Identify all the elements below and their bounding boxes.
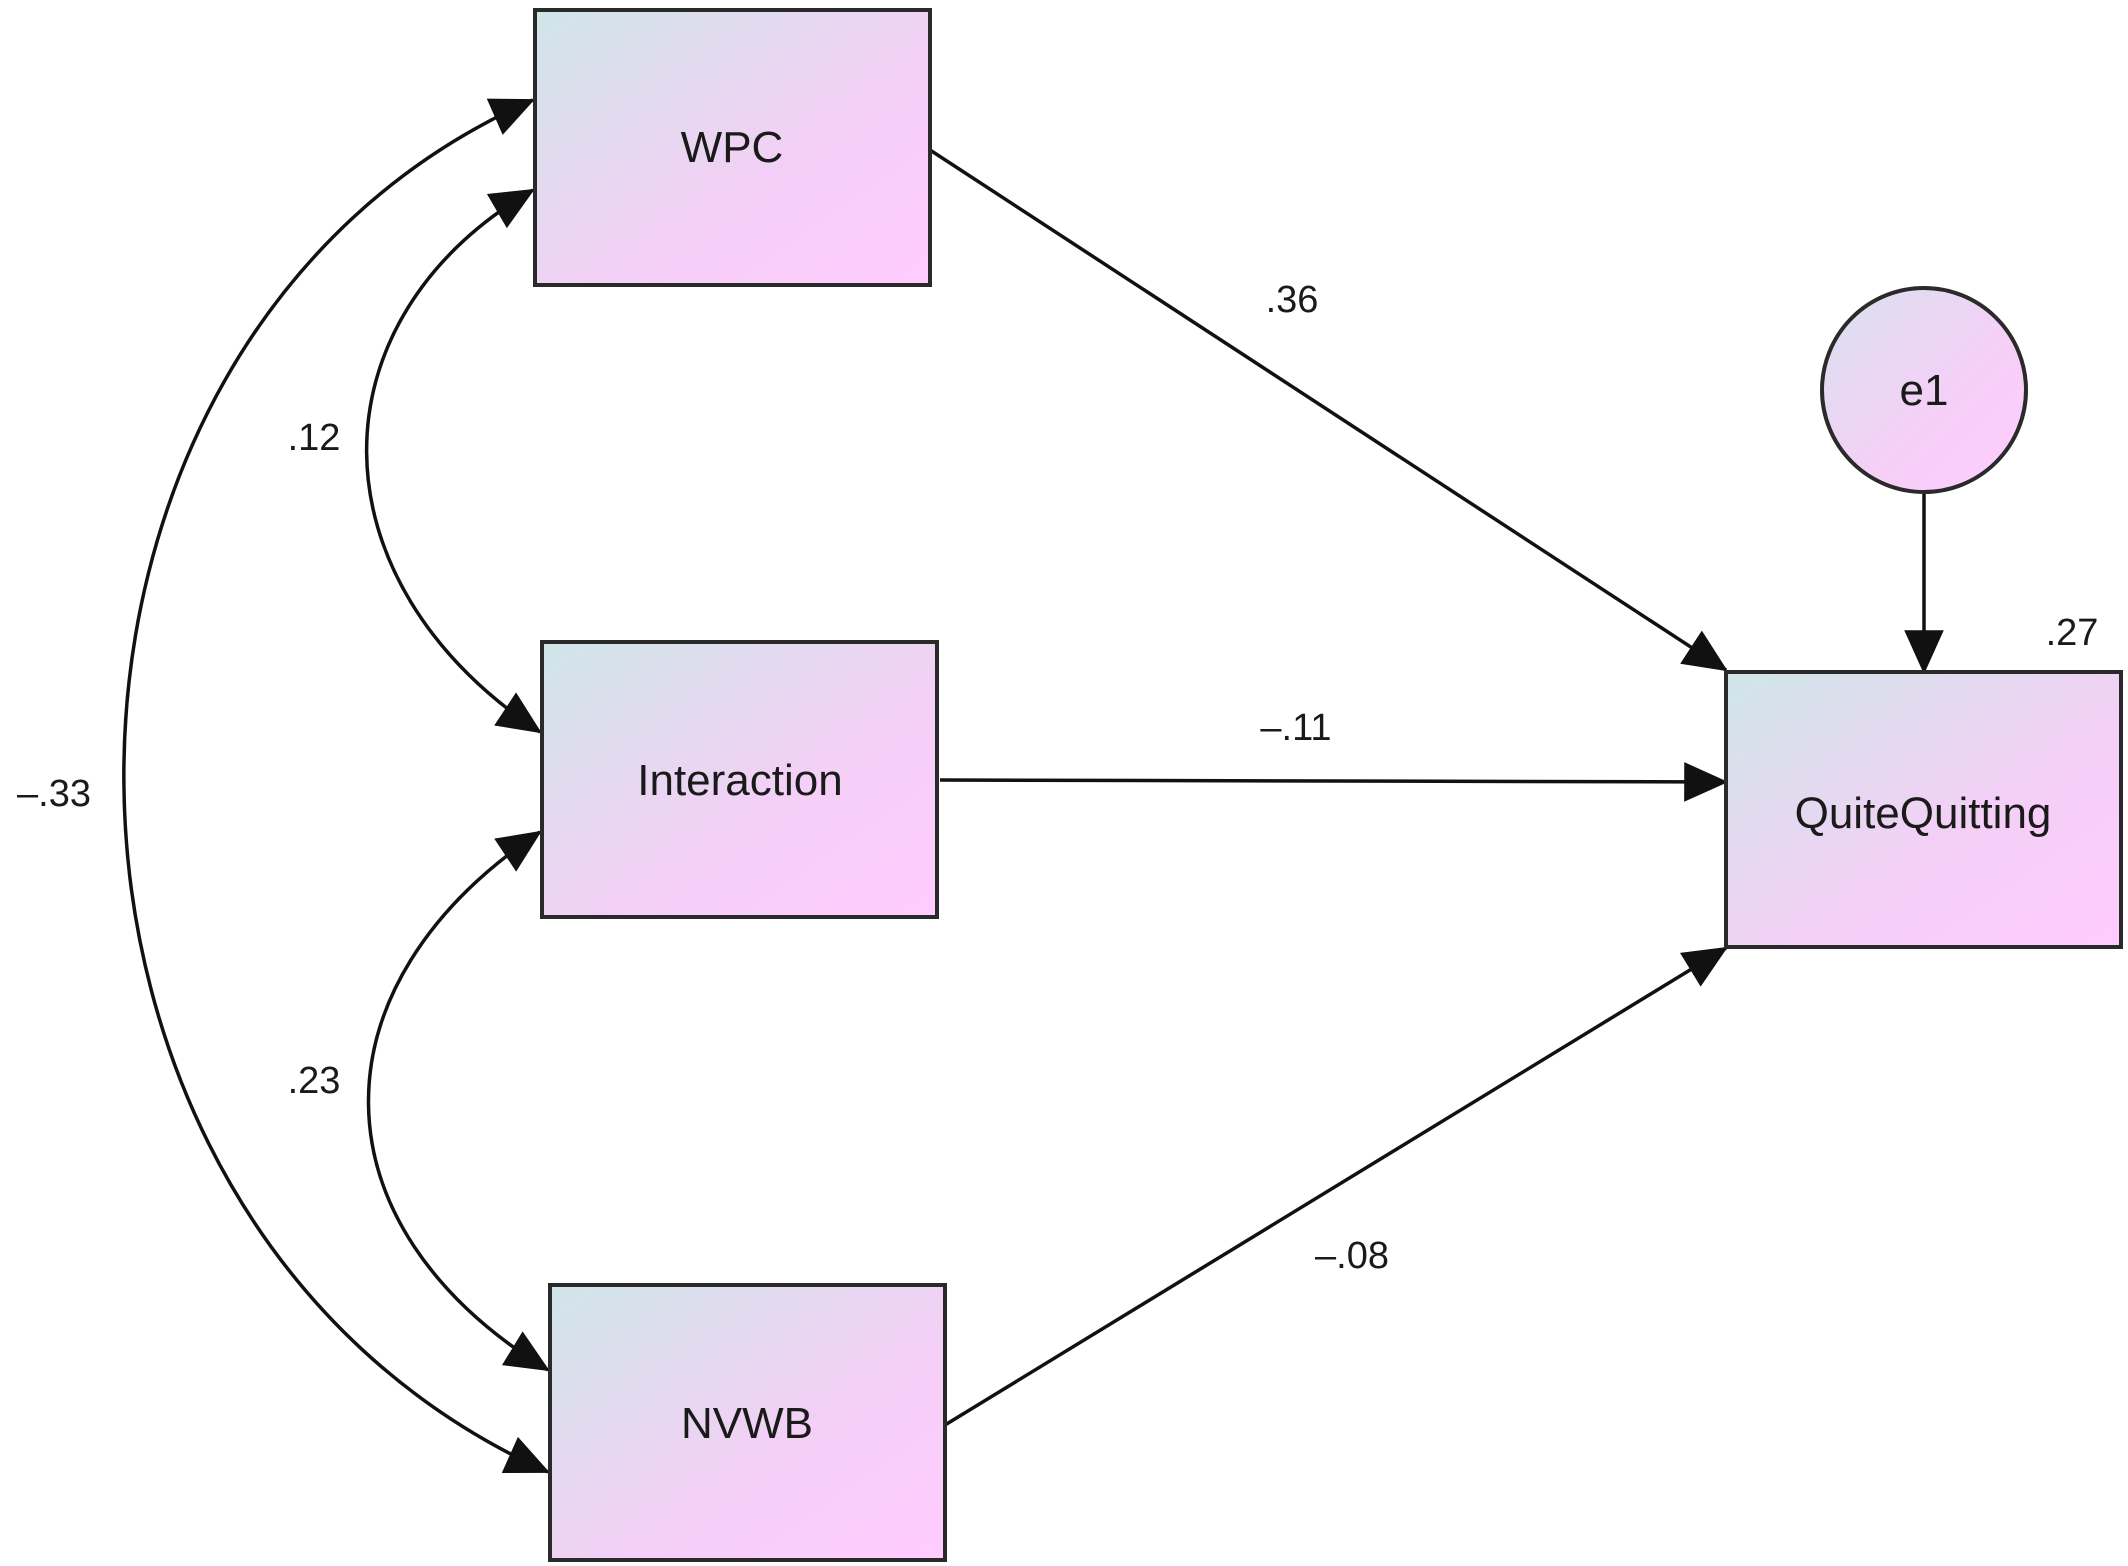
- node-nvwb: NVWB: [548, 1283, 947, 1562]
- r-squared-quitequitting: .27: [2046, 612, 2099, 654]
- node-e1-label: e1: [1900, 366, 1949, 415]
- coef-covariance-interaction-nvwb: .23: [288, 1060, 341, 1102]
- node-wpc-label: WPC: [681, 123, 784, 172]
- node-nvwb-label: NVWB: [681, 1399, 813, 1448]
- node-quitequitting-label: QuiteQuitting: [1795, 789, 2052, 838]
- node-interaction-label: Interaction: [637, 756, 842, 805]
- path-interaction-to-quitequitting: [939, 762, 1729, 802]
- coef-nvwb-to-quitequitting: –.08: [1315, 1235, 1389, 1277]
- node-e1: e1: [1820, 286, 2028, 494]
- coef-covariance-wpc-interaction: .12: [288, 417, 341, 459]
- coef-wpc-to-quitequitting: .36: [1266, 279, 1319, 321]
- covariance-interaction-nvwb: [366, 830, 550, 1372]
- path-wpc-to-quitequitting: [929, 148, 1728, 672]
- node-interaction: Interaction: [540, 640, 939, 919]
- node-quitequitting: QuiteQuitting: [1724, 670, 2123, 949]
- node-wpc: WPC: [533, 8, 932, 287]
- path-nvwb-to-quitequitting: [944, 946, 1728, 1427]
- coef-interaction-to-quitequitting: –.11: [1260, 707, 1331, 749]
- covariance-wpc-nvwb: [122, 98, 551, 1474]
- covariance-wpc-interaction: [364, 188, 542, 734]
- coef-covariance-wpc-nvwb: –.33: [17, 773, 91, 815]
